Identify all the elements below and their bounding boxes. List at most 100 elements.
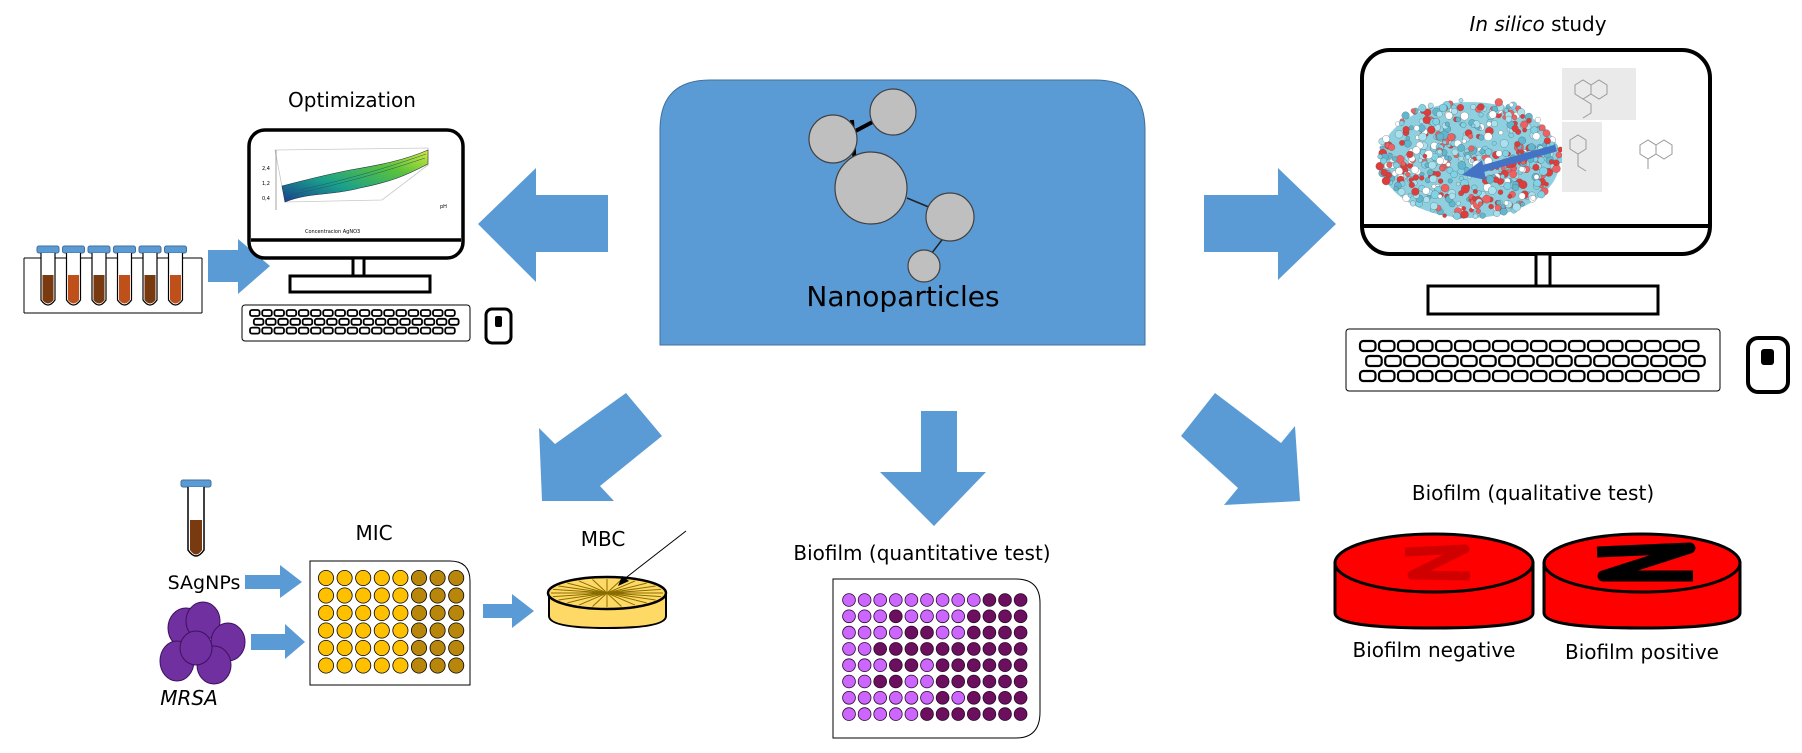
protein-atom (1393, 186, 1399, 192)
protein-atom (1520, 202, 1525, 207)
plate-well (1013, 707, 1028, 721)
keyboard-key (432, 309, 444, 317)
protein-atom (1422, 153, 1428, 159)
protein-atom (1448, 192, 1456, 200)
protein-atom (1402, 126, 1410, 133)
keyboard-key (1586, 339, 1605, 353)
plate-well (857, 642, 872, 656)
protein-atom (1405, 171, 1411, 178)
protein-atom (1470, 104, 1477, 110)
protein-atom (1477, 201, 1483, 207)
keyboard-key (1567, 339, 1586, 353)
protein-atom (1430, 190, 1440, 199)
plate-well (317, 622, 334, 639)
plate-well (951, 658, 965, 672)
keyboard-key (1377, 369, 1396, 383)
keyboard-key (334, 309, 346, 317)
protein-atom (1488, 203, 1494, 210)
protein-atom (1451, 107, 1458, 115)
keyboard-key (338, 317, 350, 326)
protein-atom (1455, 200, 1461, 206)
protein-atom (1408, 181, 1415, 189)
plate-well (317, 657, 334, 674)
plate-well (951, 674, 965, 689)
protein-atom (1397, 188, 1406, 196)
in-silico-title: In silico study (1469, 12, 1606, 36)
plate-well (966, 707, 981, 721)
protein-atom (1409, 200, 1416, 207)
keyboard-key (1415, 339, 1434, 353)
keyboard-key (1479, 354, 1497, 368)
plate-well (857, 625, 872, 640)
protein-atom (1458, 156, 1464, 162)
protein-atom (1442, 140, 1447, 145)
protein-atom (1471, 123, 1476, 128)
keyboard-key (1365, 354, 1383, 368)
protein-atom (1380, 157, 1387, 165)
protein-atom (1432, 118, 1440, 126)
keyboard-key (432, 326, 444, 335)
test-tube-liquid (68, 275, 79, 304)
plate-well (857, 707, 872, 721)
plate-well (373, 640, 390, 657)
keyboard-key (285, 309, 298, 317)
protein-atom (1499, 207, 1508, 216)
plate-well (920, 707, 934, 721)
protein-atom (1446, 162, 1451, 167)
protein-atom (1382, 135, 1390, 143)
protein-atom (1511, 124, 1519, 132)
keyboard-key (261, 309, 273, 317)
plate-well (429, 640, 446, 657)
test-tube-liquid (144, 275, 156, 304)
keyboard-key (297, 309, 310, 317)
keyboard-key (1441, 354, 1459, 368)
protein-atom (1439, 103, 1448, 112)
plate-well (966, 658, 981, 672)
protein-atom (1526, 117, 1532, 124)
protein-atom (1509, 102, 1514, 108)
keyboard-key (1643, 369, 1662, 383)
plate-well (873, 625, 887, 640)
biofilm-quant-title: Biofilm (quantitative test) (793, 541, 1050, 565)
keyboard-key (1631, 354, 1649, 368)
plate-well (448, 570, 465, 587)
protein-atom (1399, 140, 1405, 146)
protein-atom (1380, 168, 1388, 177)
plate-well (448, 657, 465, 674)
keyboard-key (1650, 354, 1668, 368)
protein-atom (1457, 161, 1467, 170)
keyboard-key (1434, 369, 1453, 383)
keyboard-key (273, 326, 285, 335)
mbc-label: MBC (581, 527, 626, 551)
test-tube-liquid (119, 275, 130, 304)
keyboard-key (1403, 354, 1421, 368)
protein-atom (1418, 132, 1427, 142)
plate-well (842, 609, 856, 624)
keyboard-key (297, 326, 310, 335)
plate-well (429, 622, 446, 639)
arrow-icon-down (880, 411, 986, 526)
computer-monitor-icon (1360, 48, 1712, 316)
protein-atom (1412, 146, 1421, 155)
protein-atom (1410, 108, 1416, 114)
center-label: Nanoparticles (806, 280, 999, 313)
plate-well (935, 674, 950, 689)
protein-atom (1455, 116, 1461, 123)
protein-atom (1422, 115, 1431, 124)
keyboard-key (313, 317, 326, 326)
plate-well (982, 707, 997, 721)
plate-well (392, 570, 409, 587)
mouse-icon (1746, 336, 1790, 394)
plate-well (998, 707, 1012, 721)
protein-atom (1456, 104, 1464, 112)
protein-atom (1398, 120, 1405, 126)
keyboard-key (374, 317, 387, 326)
plate-well (966, 674, 981, 689)
protein-atom (1503, 182, 1512, 190)
plate-well (857, 658, 872, 672)
protein-atom (1436, 110, 1443, 118)
plate-well (998, 690, 1012, 705)
keyboard-key (407, 309, 420, 317)
protein-atom (1457, 144, 1465, 152)
plate-well (842, 674, 856, 689)
